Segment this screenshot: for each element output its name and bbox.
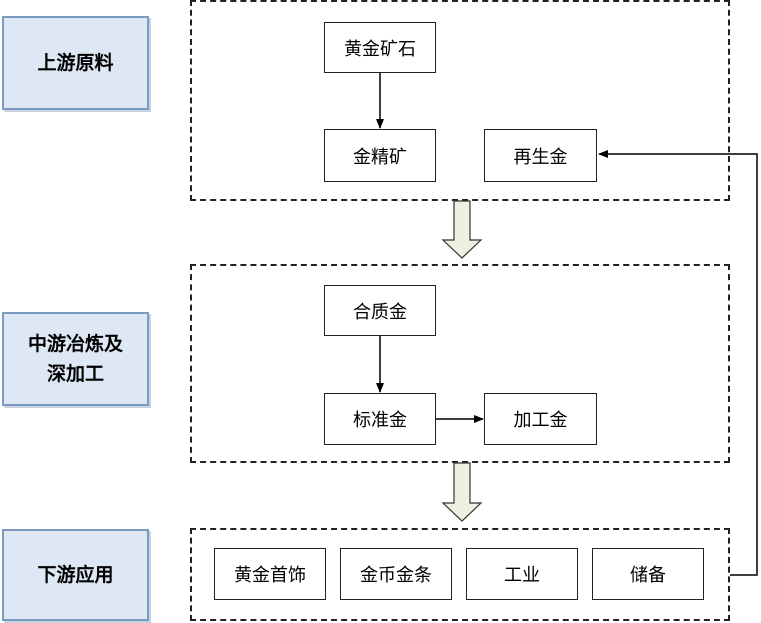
node-gold-jewelry-label: 黄金首饰	[234, 565, 306, 586]
stage-label-downstream-text: 下游应用	[37, 564, 114, 586]
node-processed-gold: 加工金	[484, 393, 597, 445]
node-gold-concentrate: 金精矿	[324, 129, 436, 182]
node-recycled-gold: 再生金	[484, 129, 597, 182]
node-standard-gold-label: 标准金	[353, 410, 407, 431]
stage-label-upstream-text: 上游原料	[37, 52, 114, 74]
node-standard-gold: 标准金	[324, 393, 436, 445]
block-arrow-upstream-to-midstream	[441, 200, 483, 259]
stage-label-midstream: 中游冶炼及 深加工	[2, 312, 149, 406]
node-gold-ore-label: 黄金矿石	[344, 38, 416, 60]
node-reserves-label: 储备	[630, 565, 666, 586]
upstream-group	[190, 0, 730, 201]
node-industry: 工业	[466, 548, 578, 600]
node-alloy-gold: 合质金	[324, 285, 436, 336]
node-gold-ore: 黄金矿石	[324, 22, 436, 73]
node-recycled-gold-label: 再生金	[513, 146, 568, 168]
block-arrow-midstream-to-downstream	[441, 462, 483, 522]
node-gold-jewelry: 黄金首饰	[214, 548, 326, 600]
node-alloy-gold-label: 合质金	[353, 301, 407, 323]
node-industry-label: 工业	[504, 565, 540, 586]
midstream-group	[190, 264, 730, 463]
node-gold-coins-bars-label: 金币金条	[360, 565, 432, 586]
stage-label-downstream: 下游应用	[2, 529, 149, 621]
node-processed-gold-label: 加工金	[513, 410, 568, 431]
stage-label-midstream-line1: 中游冶炼及	[27, 333, 123, 355]
node-reserves: 储备	[592, 548, 704, 600]
node-gold-concentrate-label: 金精矿	[353, 146, 407, 168]
stage-label-midstream-line2: 深加工	[46, 363, 104, 385]
node-gold-coins-bars: 金币金条	[340, 548, 452, 600]
stage-label-upstream: 上游原料	[2, 16, 149, 110]
